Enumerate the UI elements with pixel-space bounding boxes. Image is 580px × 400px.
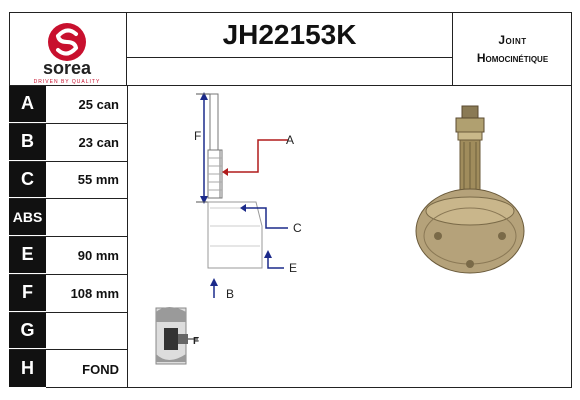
diagram-area: F A C E B: [127, 86, 572, 388]
spec-value: [46, 199, 127, 236]
label-b: B: [226, 287, 234, 301]
spec-key: E: [9, 237, 46, 274]
arrow-a: [228, 139, 288, 173]
spec-key: ABS: [9, 199, 46, 236]
spec-row-b: B 23 can: [9, 123, 127, 162]
spec-row-a: A 25 can: [9, 86, 127, 124]
part-number: JH22153K: [127, 12, 452, 58]
spec-row-abs: ABS: [9, 199, 127, 237]
spec-key: F: [9, 274, 46, 312]
header-blank-cell: [127, 58, 452, 86]
brand-tagline: DRIVEN BY QUALITY: [34, 79, 101, 85]
sorea-logo: sorea DRIVEN BY QUALITY: [34, 23, 101, 85]
spec-key: A: [9, 86, 46, 123]
label-e: E: [289, 261, 297, 275]
spec-value: 55 mm: [77, 172, 119, 188]
arrow-e: [267, 254, 284, 269]
spec-value: 23 can: [78, 134, 119, 150]
cv-joint-photo: [415, 105, 525, 274]
spec-row-f: F 108 mm: [9, 274, 127, 313]
spec-key: C: [9, 161, 46, 199]
part-type-line1: Joint: [498, 32, 527, 47]
logo-cell: sorea DRIVEN BY QUALITY: [9, 12, 127, 86]
spec-row-h: H FOND: [9, 350, 127, 388]
spec-key: G: [9, 312, 46, 350]
spec-row-c: C 55 mm: [9, 161, 127, 200]
spec-value: [46, 313, 127, 350]
spec-value: 108 mm: [70, 285, 119, 301]
spec-value: 90 mm: [77, 247, 119, 263]
cross-section-icon: F: [155, 307, 199, 365]
label-f-small: F: [193, 336, 199, 347]
label-a: A: [286, 133, 294, 147]
label-c: C: [293, 221, 302, 235]
spec-key: B: [9, 123, 46, 161]
cv-joint-diagram: F A C E B: [155, 92, 525, 365]
spec-table: A 25 can B 23 can C 55 mm ABS E 90 mm F 108 m…: [9, 86, 127, 388]
part-type: Joint Homocinétique: [452, 12, 572, 86]
arrow-c: [244, 207, 288, 229]
spec-row-g: G: [9, 312, 127, 351]
spec-value: FOND: [82, 361, 119, 377]
spec-value: 25 can: [78, 96, 119, 112]
spec-key: H: [9, 350, 46, 388]
part-type-line2: Homocinétique: [476, 50, 549, 65]
label-f: F: [194, 129, 201, 143]
brand-name: sorea: [43, 58, 92, 78]
spec-row-e: E 90 mm: [9, 237, 127, 275]
